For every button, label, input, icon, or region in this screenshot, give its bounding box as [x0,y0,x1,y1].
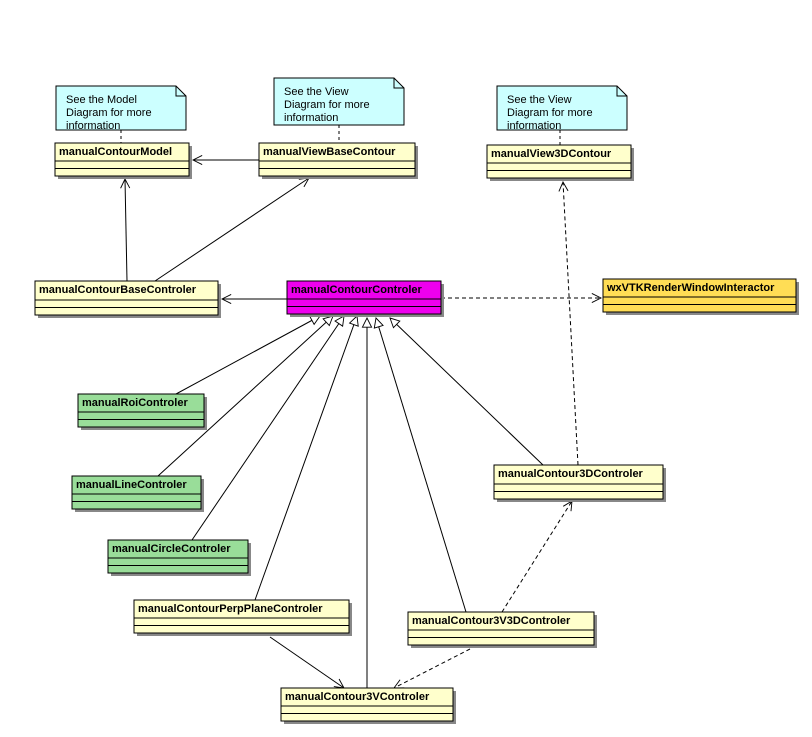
class-name: manualView3DContour [491,148,612,160]
relations-layer [125,160,601,688]
class-manualContour3V3DControler[interactable]: manualContour3V3DControler [407,611,597,648]
classes-layer: manualContourModel manualViewBaseContour m… [34,142,799,724]
class-manualContourPerpPlaneControler[interactable]: manualContourPerpPlaneControler [133,599,352,636]
note-text-line: information [66,120,120,132]
class-name: manualLineControler [76,479,187,491]
class-manualContourModel[interactable]: manualContourModel [54,142,192,179]
class-name: manualContourBaseControler [39,284,197,296]
relation-dependency-manualContour3V3DControler-to-manualContour3DControler [501,501,572,613]
class-name: manualRoiControler [82,397,188,409]
class-name: manualViewBaseContour [263,146,396,158]
class-manualLineControler[interactable]: manualLineControler [71,475,204,512]
class-name: manualContourControler [291,284,422,296]
relation-dependency-manualContour3DControler-to-manualView3DContour [563,182,579,466]
class-wxVTKRenderWindowInteractor[interactable]: wxVTKRenderWindowInteractor [602,278,799,315]
class-manualContour3VControler[interactable]: manualContour3VControler [280,687,456,724]
note-text-line: Diagram for more [284,99,370,111]
note-text-line: Diagram for more [507,107,593,119]
relation-association-manualContourBaseControler-to-manualContourModel [125,179,127,282]
class-name: wxVTKRenderWindowInteractor [606,282,775,294]
class-manualContour3DControler[interactable]: manualContour3DControler [493,464,666,502]
class-name: manualContour3V3DControler [412,615,571,627]
class-manualViewBaseContour[interactable]: manualViewBaseContour [258,142,418,179]
class-name: manualCircleControler [112,543,231,555]
class-manualContourControler[interactable]: manualContourControler [286,280,444,317]
relation-association-manualContourBaseControler-to-manualViewBaseContour [154,178,309,282]
class-name: manualContourModel [59,146,172,158]
class-manualCircleControler[interactable]: manualCircleControler [107,539,251,576]
note-text-line: Diagram for more [66,107,152,119]
relation-generalization-manualLineControler-to-manualContourControler [157,316,333,477]
relation-dependency-manualContour3V3DControler-to-manualContour3VControler [394,648,471,688]
class-manualView3DContour[interactable]: manualView3DContour [486,144,634,181]
note-text-line: See the View [284,86,349,98]
note-text-line: See the Model [66,94,137,106]
relation-association-manualContourPerpPlaneControler-to-manualContour3VControler [269,636,344,688]
note-text-line: information [284,112,338,124]
relation-generalization-manualContourPerpPlaneControler-to-manualContourControler [254,316,357,601]
relation-generalization-manualContour3V3DControler-to-manualContourControler [376,318,467,613]
note-text-line: information [507,120,561,132]
class-name: manualContour3VControler [285,691,430,703]
class-name: manualContourPerpPlaneControler [138,603,323,615]
relation-generalization-manualRoiControler-to-manualContourControler [175,316,320,395]
note-text-line: See the View [507,94,572,106]
relation-generalization-manualCircleControler-to-manualContourControler [191,316,344,541]
class-manualRoiControler[interactable]: manualRoiControler [77,393,207,430]
class-manualContourBaseControler[interactable]: manualContourBaseControler [34,280,221,318]
class-name: manualContour3DControler [498,468,644,480]
relation-generalization-manualContour3DControler-to-manualContourControler [390,318,544,466]
